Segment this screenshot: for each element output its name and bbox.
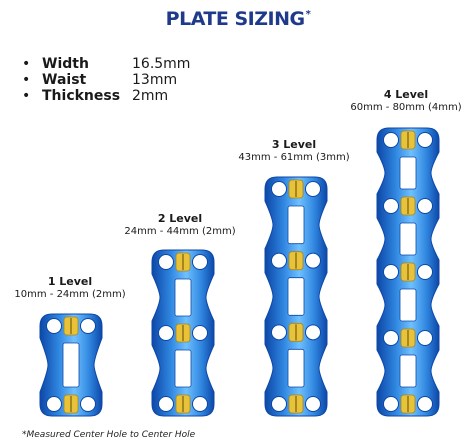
screw-hole: [305, 252, 321, 269]
plate-slot: [174, 349, 192, 388]
screw-hole: [271, 324, 287, 341]
screw-hole: [417, 198, 433, 214]
screw-hole: [271, 396, 287, 412]
spec-value: 16.5mm: [132, 56, 191, 72]
screw-hole: [271, 181, 287, 197]
level-name: 1 Level: [47, 275, 93, 288]
level-name: 2 Level: [157, 212, 203, 225]
plate-slot: [399, 354, 417, 388]
screw-hole: [46, 396, 62, 412]
screw-hole: [158, 325, 174, 341]
plate-slot: [287, 277, 305, 316]
plate-3-level: [264, 176, 328, 417]
spec-row-width: • Width 16.5mm: [22, 56, 190, 72]
spec-row-waist: • Waist 13mm: [22, 72, 190, 88]
bullet: •: [22, 56, 31, 72]
screw-hole: [417, 330, 433, 346]
title-asterisk: *: [305, 9, 311, 20]
plate-slot: [399, 222, 417, 256]
spec-value: 2mm: [132, 88, 169, 104]
screw-hole: [46, 318, 62, 334]
level-range: 60mm - 80mm (4mm): [350, 102, 462, 113]
spec-label: Waist: [42, 72, 87, 88]
level-name: 3 Level: [271, 138, 317, 151]
screw-hole: [383, 396, 399, 412]
plate-slot: [399, 288, 417, 322]
screw-hole: [383, 198, 399, 214]
footnote: *Measured Center Hole to Center Hole: [22, 430, 196, 440]
plate-2-level: [151, 249, 215, 417]
screw-hole: [192, 396, 208, 412]
spec-row-thickness: • Thickness 2mm: [22, 88, 190, 104]
screw-hole: [192, 325, 208, 341]
screw-hole: [305, 396, 321, 412]
spec-label: Thickness: [42, 88, 121, 104]
screw-hole: [80, 396, 96, 412]
screw-hole: [383, 264, 399, 280]
plate-slot: [174, 278, 192, 317]
plate-slot: [287, 205, 305, 245]
bullet: •: [22, 88, 31, 104]
screw-hole: [80, 318, 96, 334]
level-2-label: 2 Level 24mm - 44mm (2mm): [118, 212, 242, 238]
screw-hole: [305, 181, 321, 197]
screw-hole: [158, 396, 174, 412]
level-range: 43mm - 61mm (3mm): [238, 152, 350, 163]
page-title: PLATE SIZING*: [0, 8, 476, 30]
spec-label: Width: [42, 56, 89, 72]
screw-hole: [417, 264, 433, 280]
plate-4-level: [376, 127, 440, 417]
spec-value: 13mm: [132, 72, 178, 88]
plate-slot: [399, 156, 417, 190]
screw-hole: [383, 132, 399, 148]
screw-hole: [305, 324, 321, 341]
screw-hole: [383, 330, 399, 346]
plate-1-level: [39, 313, 103, 417]
title-text: PLATE SIZING: [165, 8, 305, 30]
level-4-label: 4 Level 60mm - 80mm (4mm): [344, 88, 468, 114]
level-1-label: 1 Level 10mm - 24mm (2mm): [8, 275, 132, 301]
screw-hole: [192, 254, 208, 270]
plate-slot: [287, 348, 305, 388]
screw-hole: [417, 396, 433, 412]
level-3-label: 3 Level 43mm - 61mm (3mm): [232, 138, 356, 164]
plate-slot: [62, 342, 80, 388]
level-name: 4 Level: [383, 88, 429, 101]
screw-hole: [417, 132, 433, 148]
spec-list: • Width 16.5mm • Waist 13mm • Thickness …: [22, 56, 190, 104]
screw-hole: [158, 254, 174, 270]
screw-hole: [271, 252, 287, 269]
level-range: 10mm - 24mm (2mm): [14, 289, 126, 300]
level-range: 24mm - 44mm (2mm): [124, 226, 236, 237]
bullet: •: [22, 72, 31, 88]
